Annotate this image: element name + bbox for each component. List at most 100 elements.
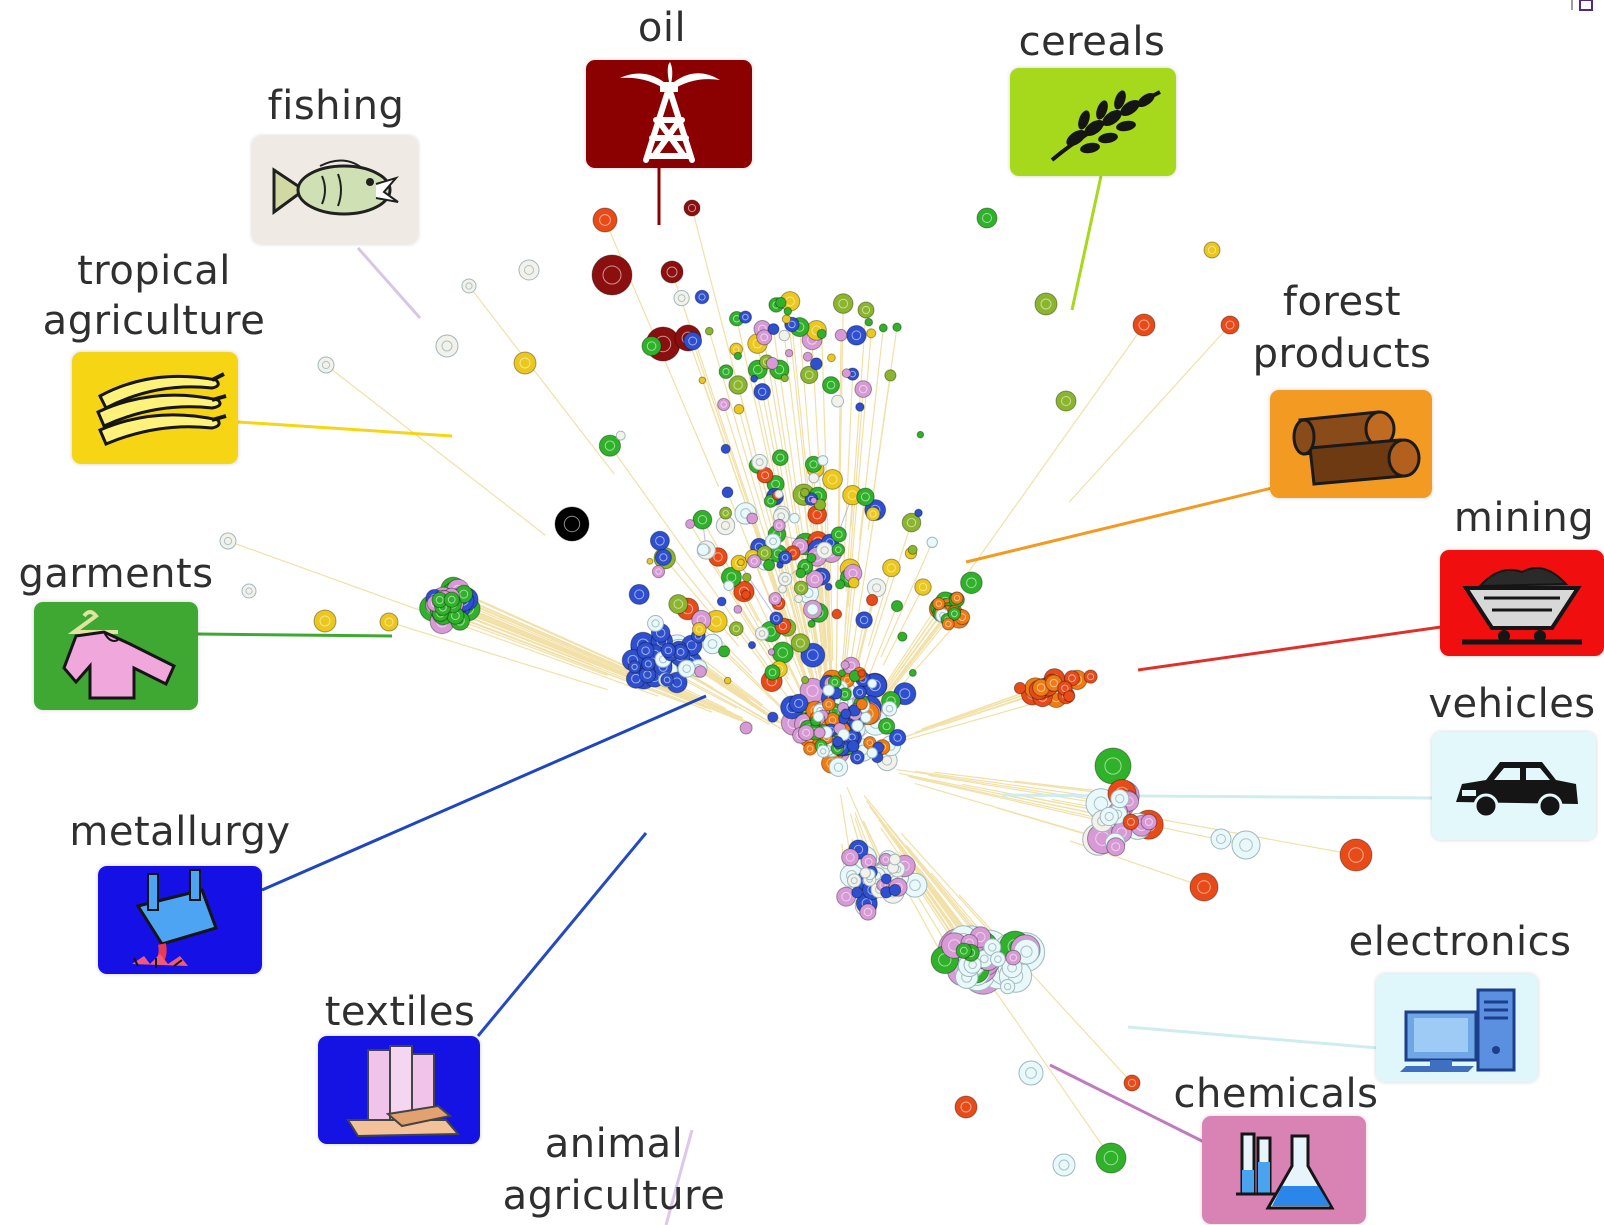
network-node: [840, 708, 852, 720]
network-node: [715, 515, 736, 536]
network-node: [751, 453, 768, 471]
network-node: [810, 496, 818, 505]
network-node: [822, 376, 840, 395]
network-node: [646, 557, 654, 565]
network-node: [747, 641, 757, 650]
tropical-agriculture-tile: [72, 352, 238, 464]
network-node: [888, 853, 901, 866]
network-node: [947, 607, 962, 621]
network-node: [733, 351, 743, 361]
network-node: [990, 951, 1006, 968]
network-edge: [914, 782, 1103, 840]
network-node: [955, 942, 972, 959]
network-node: [461, 278, 477, 294]
network-node: [756, 466, 774, 484]
network-node: [379, 612, 399, 632]
network-node: [847, 576, 860, 589]
category-connector: [664, 1129, 694, 1225]
network-node: [513, 351, 537, 375]
network-node: [809, 357, 823, 371]
network-node: [775, 296, 787, 309]
network-node: [881, 700, 898, 717]
mine-cart-icon: [1440, 550, 1604, 656]
network-nodes: [219, 199, 1373, 1177]
network-node: [916, 430, 925, 439]
category-connector: [1127, 1025, 1379, 1050]
network-node: [960, 571, 983, 595]
network-node: [767, 323, 780, 336]
network-node: [841, 368, 852, 379]
network-node: [976, 207, 998, 229]
network-node: [672, 643, 689, 661]
network-node: [738, 310, 753, 324]
network-edge: [457, 607, 652, 687]
network-node: [636, 641, 655, 660]
network-node: [892, 322, 902, 332]
network-node: [718, 364, 734, 380]
network-node: [1094, 747, 1132, 785]
network-node: [1110, 789, 1130, 809]
network-node: [673, 290, 690, 307]
network-edge: [882, 586, 924, 666]
network-node: [856, 487, 875, 507]
network-node: [1095, 1142, 1127, 1174]
network-edge: [880, 542, 933, 658]
corner-mark-icon: [1571, 0, 1593, 11]
category-connector: [237, 420, 453, 438]
network-node: [692, 509, 713, 530]
network-node: [241, 583, 257, 599]
category-connector: [1137, 624, 1449, 672]
network-node: [854, 380, 873, 398]
network-node: [755, 626, 769, 641]
network-node: [803, 741, 818, 756]
bananas-icon: [72, 352, 238, 464]
network-node: [866, 593, 879, 607]
network-node: [806, 603, 819, 616]
network-node: [763, 558, 776, 572]
network-node: [660, 642, 677, 659]
category-label: oil: [637, 5, 687, 51]
network-node: [776, 561, 784, 569]
network-edge: [842, 374, 854, 586]
network-node: [1083, 669, 1098, 684]
network-node: [838, 687, 852, 702]
network-node: [781, 314, 792, 324]
network-node: [855, 611, 873, 629]
network-node: [865, 506, 881, 522]
network-node: [746, 512, 759, 525]
network-edge: [958, 894, 1133, 1084]
network-node: [518, 259, 540, 281]
network-node: [855, 698, 868, 711]
network-node: [719, 506, 733, 520]
category-label: forest products: [1252, 279, 1432, 377]
category-connector: [965, 486, 1273, 564]
category-label: textiles: [324, 989, 476, 1035]
network-node: [778, 572, 793, 587]
network-node: [880, 873, 892, 885]
network-edge: [844, 389, 864, 629]
category-label: vehicles: [1428, 681, 1596, 727]
category-connectors: [197, 168, 1449, 1225]
network-node: [1063, 690, 1076, 703]
oil-derrick-icon: [586, 60, 752, 168]
fishing-tile: [252, 136, 418, 244]
network-edge: [842, 573, 854, 677]
network-node: [817, 455, 829, 466]
network-node: [1055, 390, 1077, 412]
network-node: [1140, 813, 1158, 831]
network-node: [822, 469, 843, 490]
network-node: [660, 260, 684, 284]
network-node: [443, 591, 460, 608]
network-node: [849, 749, 865, 765]
network-node: [1220, 315, 1240, 335]
network-node: [838, 669, 846, 678]
network-edge: [738, 562, 777, 619]
network-node: [1099, 806, 1119, 827]
network-node: [888, 728, 907, 747]
network-node: [685, 519, 696, 529]
network-node: [1034, 292, 1058, 316]
network-node: [739, 721, 753, 735]
network-node: [857, 669, 866, 678]
category-connector: [197, 632, 393, 638]
network-node: [694, 665, 707, 678]
